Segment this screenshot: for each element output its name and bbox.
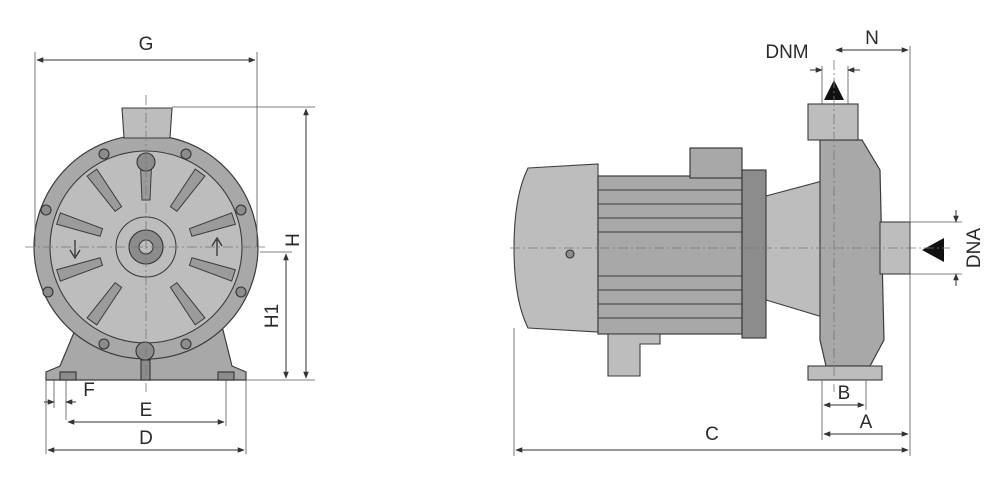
- label-dna: DNA: [964, 228, 985, 268]
- flow-outlet-arrow-icon: [824, 80, 844, 100]
- label-c: C: [705, 424, 719, 445]
- motor-body: [597, 175, 743, 335]
- foot-bolt-right: [217, 371, 235, 381]
- front-outlet-flange: [121, 107, 173, 139]
- motor-flange: [741, 169, 767, 339]
- label-e: E: [140, 400, 153, 421]
- label-d: D: [139, 428, 153, 449]
- casing-fins: [56, 154, 236, 326]
- side-view: [510, 60, 950, 392]
- motor-fins: [598, 189, 742, 319]
- pump-bracket: [765, 179, 827, 319]
- drain-stem: [140, 359, 151, 381]
- flow-inlet-arrow-icon: [922, 238, 944, 262]
- front-dimensions: G H H1 F E D: [34, 34, 315, 454]
- label-n: N: [865, 28, 879, 49]
- casing-bolts: [40, 148, 247, 350]
- outlet-flange: [807, 103, 859, 141]
- label-h: H: [283, 233, 304, 247]
- label-g: G: [139, 34, 154, 55]
- arrow-down-icon: [69, 240, 81, 260]
- label-dnm: DNM: [765, 42, 808, 63]
- pump-volute: [819, 139, 885, 367]
- label-b: B: [838, 383, 851, 404]
- arrow-up-icon: [211, 236, 223, 256]
- terminal-box: [689, 147, 743, 179]
- pump-foot: [807, 365, 883, 381]
- motor-foot: [607, 333, 661, 377]
- motor-screw: [565, 249, 575, 259]
- label-a: A: [860, 412, 873, 433]
- drain-plug: [135, 341, 155, 361]
- front-view: [25, 95, 265, 392]
- label-f: F: [83, 380, 95, 401]
- label-h1: H1: [262, 304, 283, 328]
- side-dimensions: DNM N DNA B A C: [513, 28, 985, 456]
- foot-bolt-left: [59, 371, 77, 381]
